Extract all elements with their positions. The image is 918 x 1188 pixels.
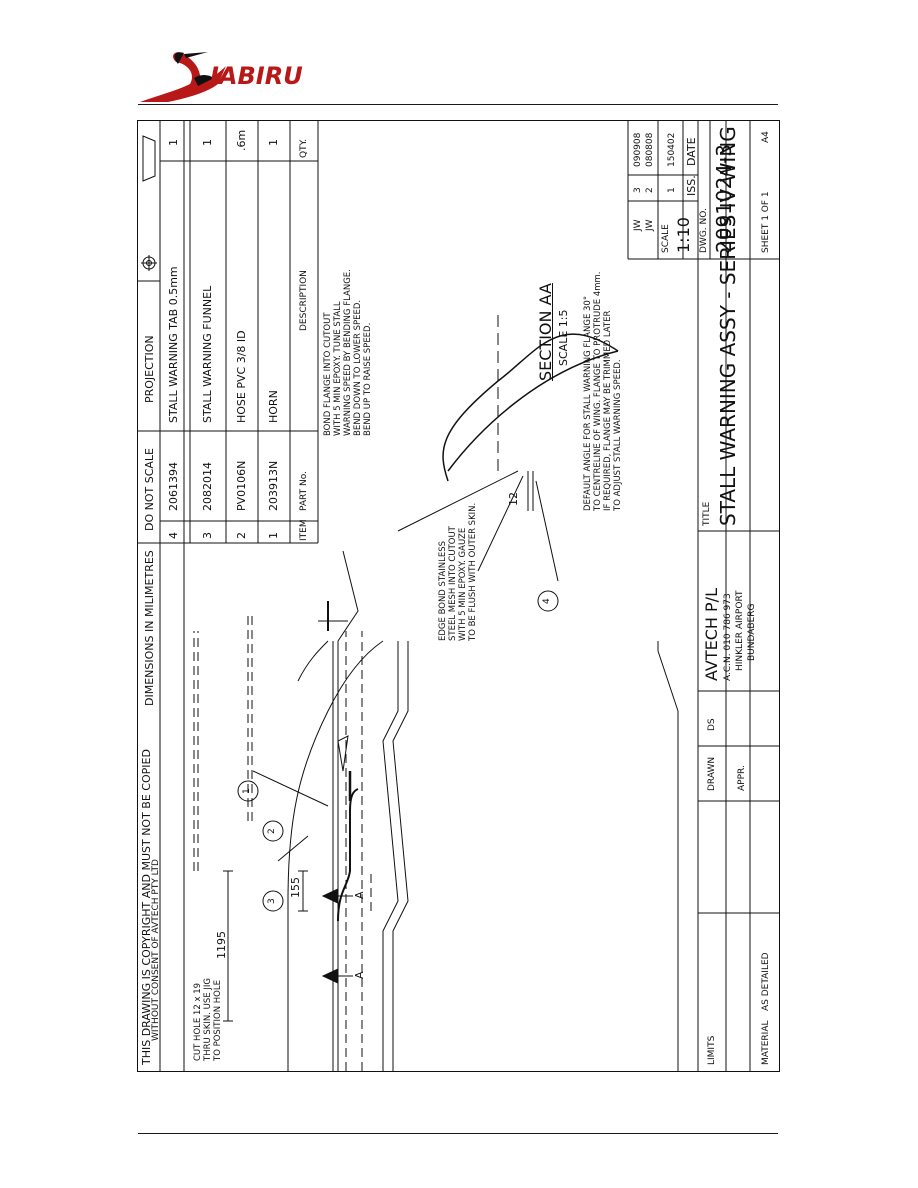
parts-header-partno: PART No. bbox=[299, 471, 309, 511]
jabiru-bird-icon: JABIRU bbox=[140, 52, 303, 102]
rev-3-by: JW bbox=[633, 219, 643, 231]
tb-material-value: AS DETAILED bbox=[761, 952, 771, 1011]
parts-row-1-desc: HORN bbox=[267, 390, 280, 423]
balloon-1: 1 bbox=[242, 788, 252, 794]
tb-date-label: DATE bbox=[685, 137, 698, 166]
copyright-line-2: WITHOUT CONSENT OF AVTECH PTY LTD bbox=[151, 859, 161, 1041]
balloon-2: 2 bbox=[267, 828, 277, 834]
parts-row-1-partno: 203913N bbox=[267, 460, 280, 511]
parts-row-2-partno: PV0106N bbox=[235, 460, 248, 511]
parts-row-2-qty: .6m bbox=[235, 129, 248, 151]
tb-material-label: MATERIAL bbox=[761, 1020, 771, 1066]
parts-row-3-item: 3 bbox=[201, 532, 214, 539]
rev-1-date: 150402 bbox=[667, 132, 677, 167]
note-default-angle: DEFAULT ANGLE FOR STALL WARNING FLANGE 3… bbox=[583, 271, 623, 512]
tb-acn: A.C.N. 010 786 973 bbox=[723, 593, 733, 681]
drawing-sheet: THIS DRAWING IS COPYRIGHT AND MUST NOT B… bbox=[137, 120, 780, 1072]
footer-rule bbox=[138, 1133, 778, 1134]
parts-header-qty: QTY. bbox=[299, 138, 309, 158]
rev-1-iss: 1 bbox=[667, 187, 677, 193]
projection-label: PROJECTION bbox=[143, 335, 156, 403]
tb-limits-label: LIMITS bbox=[707, 1035, 717, 1065]
parts-row-1-qty: 1 bbox=[267, 139, 280, 146]
parts-header-description: DESCRIPTION bbox=[299, 270, 309, 331]
header-rule bbox=[138, 104, 778, 105]
parts-row-2-desc: HOSE PVC 3/8 ID bbox=[235, 330, 248, 423]
section-dim-12: 12 bbox=[507, 492, 520, 506]
tb-company: AVTECH P/L bbox=[702, 588, 721, 681]
parts-row-3-desc: STALL WARNING FUNNEL bbox=[201, 285, 214, 423]
parts-row-4-partno: 2061394 bbox=[167, 462, 180, 511]
dimensions-note: DIMENSIONS IN MILIMETRES bbox=[143, 550, 156, 706]
tb-address-1: HINKLER AIRPORT bbox=[735, 590, 745, 671]
section-scale: SCALE 1:5 bbox=[557, 309, 570, 366]
parts-row-4-desc: STALL WARNING TAB 0.5mm bbox=[167, 266, 180, 423]
section-mark-a-right: A bbox=[353, 891, 366, 899]
tb-scale-value: 1:10 bbox=[674, 217, 693, 253]
parts-row-4-item: 4 bbox=[167, 532, 180, 539]
rev-3-iss: 3 bbox=[633, 187, 643, 193]
parts-row-1-item: 1 bbox=[267, 532, 280, 539]
tb-drawn-value: DS bbox=[707, 718, 717, 731]
tb-appr-label: APPR. bbox=[737, 765, 747, 791]
note-cut-hole: CUT HOLE 12 x 19 THRU SKIN. USE JIG TO P… bbox=[193, 978, 223, 1061]
rev-2-iss: 2 bbox=[645, 187, 655, 193]
tb-dwg-label: DWG. NO. bbox=[699, 208, 709, 253]
tb-scale-label: SCALE bbox=[661, 224, 671, 253]
tb-size: A4 bbox=[761, 131, 771, 143]
rotated-drawing: THIS DRAWING IS COPYRIGHT AND MUST NOT B… bbox=[138, 121, 779, 1071]
parts-row-3-partno: 2082014 bbox=[201, 462, 214, 511]
tb-dwg-no: 2091024-3 bbox=[712, 143, 736, 253]
section-mark-a-left: A bbox=[353, 971, 366, 979]
tb-iss-label: ISS. bbox=[685, 175, 698, 196]
tb-title-label: TITLE bbox=[702, 501, 712, 526]
dimension-155: 155 bbox=[289, 877, 302, 898]
balloon-3: 3 bbox=[267, 898, 277, 904]
section-title: SECTION AA bbox=[536, 283, 555, 381]
dimension-1195: 1195 bbox=[215, 931, 228, 959]
balloon-4: 4 bbox=[542, 598, 552, 604]
parts-row-3-qty: 1 bbox=[201, 139, 214, 146]
tb-sheet: SHEET 1 OF 1 bbox=[761, 191, 771, 253]
parts-row-4-qty: 1 bbox=[167, 139, 180, 146]
parts-row-2-item: 2 bbox=[235, 532, 248, 539]
parts-header-item: ITEM bbox=[299, 519, 309, 541]
tb-address-2: BUNDABERG bbox=[747, 603, 757, 661]
note-edge-bond: EDGE BOND STAINLESS STEEL MESH INTO CUTO… bbox=[438, 502, 478, 641]
note-bond-flange: BOND FLANGE INTO CUTOUT WITH 5 MIN EPOXY… bbox=[323, 269, 373, 436]
logo-wordmark: JABIRU bbox=[206, 62, 303, 90]
rev-2-date: 080808 bbox=[645, 132, 655, 167]
drawing-linework bbox=[138, 121, 779, 1071]
jabiru-logo: JABIRU bbox=[138, 44, 308, 106]
tb-drawn-label: DRAWN bbox=[707, 756, 717, 791]
do-not-scale-note: DO NOT SCALE bbox=[143, 448, 156, 531]
rev-2-by: JW bbox=[645, 219, 655, 231]
rev-3-date: 090908 bbox=[633, 132, 643, 167]
